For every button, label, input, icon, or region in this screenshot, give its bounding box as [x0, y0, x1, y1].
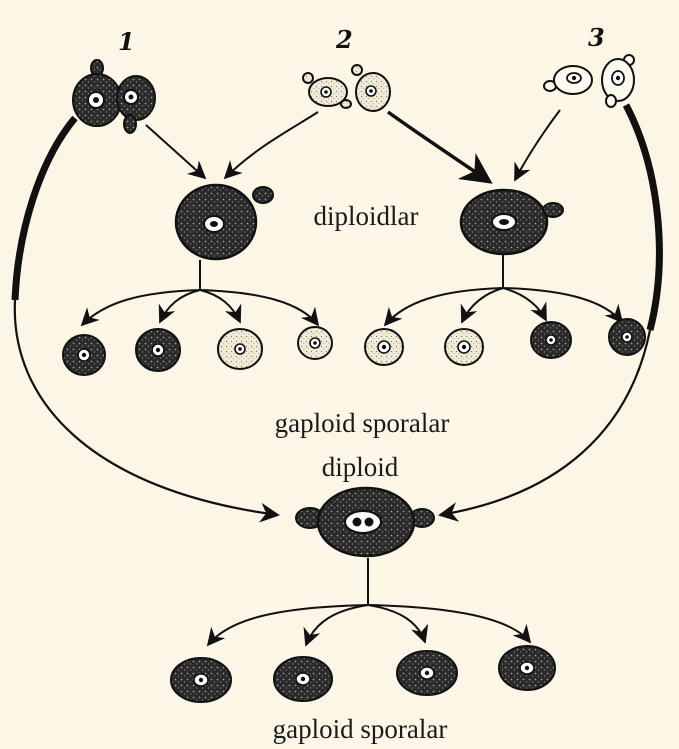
mating-arrows: [146, 110, 560, 182]
central-diploid-cell: [296, 488, 434, 556]
haploid-spores-row-2: [171, 646, 555, 702]
spore-dark-4: [609, 319, 645, 355]
spore-final-1: [171, 658, 231, 702]
label-haploid-spores-top: gaploid sporalar: [275, 408, 450, 438]
spore-light-1: [218, 329, 262, 369]
label-diploid: diploid: [322, 452, 399, 482]
spore-final-4: [499, 646, 555, 690]
diploid-cell-right: [461, 190, 563, 254]
label-diploids: diploidlar: [314, 201, 419, 231]
spore-dark-3: [531, 322, 571, 358]
diploid-cell-left: [176, 185, 273, 259]
direct-mating-arc-left: [15, 118, 278, 515]
strain-2-parent-cells: [303, 65, 390, 111]
spore-light-2: [298, 327, 332, 359]
sporulation-arrows-left: [82, 260, 318, 325]
direct-mating-arc-right: [440, 105, 659, 515]
spore-final-2: [274, 657, 332, 701]
spore-dark-2: [136, 329, 180, 371]
strain-label-3: 3: [588, 23, 605, 52]
spore-light-4: [445, 329, 483, 365]
sporulation-arrows-bottom: [208, 558, 530, 645]
label-haploid-spores-bottom: gaploid sporalar: [273, 714, 448, 744]
strain-1-parent-cells: [73, 60, 155, 133]
strain-label-2: 2: [335, 25, 353, 54]
strain-3-parent-cells: [544, 55, 634, 107]
haploid-spores-row-1: [63, 319, 645, 375]
spore-light-3: [365, 329, 403, 365]
spore-dark-1: [63, 335, 105, 375]
strain-label-1: 1: [118, 27, 135, 56]
sporulation-arrows-right: [385, 255, 622, 325]
spore-final-3: [397, 651, 457, 695]
